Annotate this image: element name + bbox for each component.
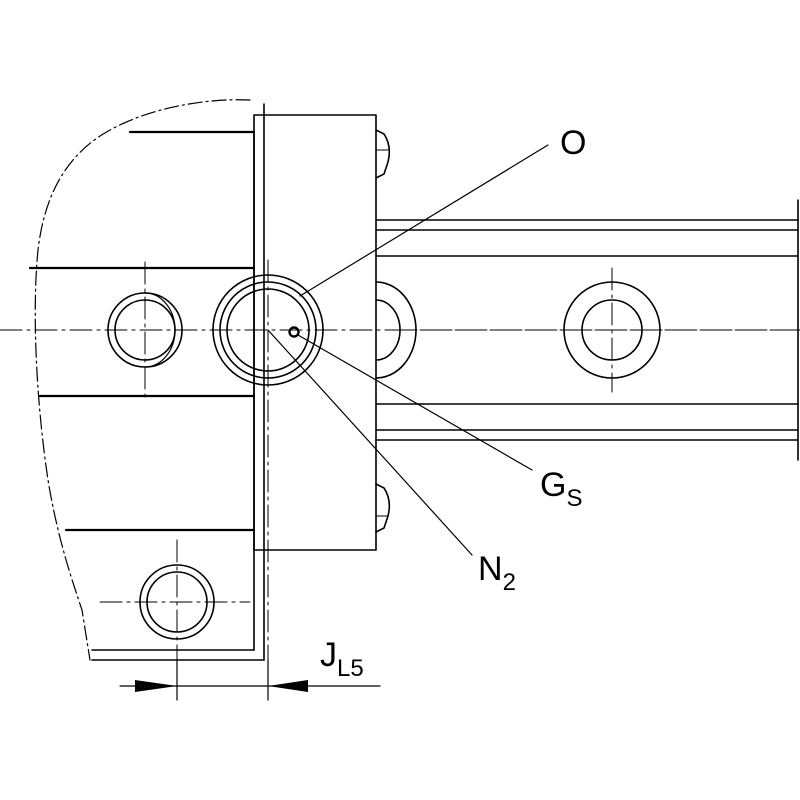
label-jl5: JL5	[320, 636, 364, 682]
top-end-seal	[375, 129, 391, 179]
leader-lines	[267, 144, 549, 556]
label-n2-main: N	[478, 550, 503, 588]
leader-n2	[267, 329, 473, 556]
bottom-end-seal	[375, 483, 391, 533]
grease-point	[288, 326, 300, 338]
center-lines	[0, 259, 800, 701]
label-n2-sub: 2	[503, 569, 516, 596]
label-jl5-main: J	[320, 636, 337, 674]
label-o: O	[560, 124, 586, 162]
dim-arrow-left	[135, 680, 177, 692]
leader-o	[299, 144, 549, 297]
label-jl5-sub: L5	[337, 655, 364, 682]
label-n2: N2	[478, 550, 516, 596]
label-gs: GS	[540, 466, 582, 512]
label-gs-main: G	[540, 466, 566, 504]
base-body	[28, 99, 265, 661]
leader-gs	[297, 334, 533, 471]
label-gs-sub: S	[566, 485, 582, 512]
break-line	[34, 99, 251, 661]
carriage-block	[253, 114, 391, 551]
carriage-outline	[253, 114, 377, 551]
dim-arrow-right	[268, 680, 308, 692]
